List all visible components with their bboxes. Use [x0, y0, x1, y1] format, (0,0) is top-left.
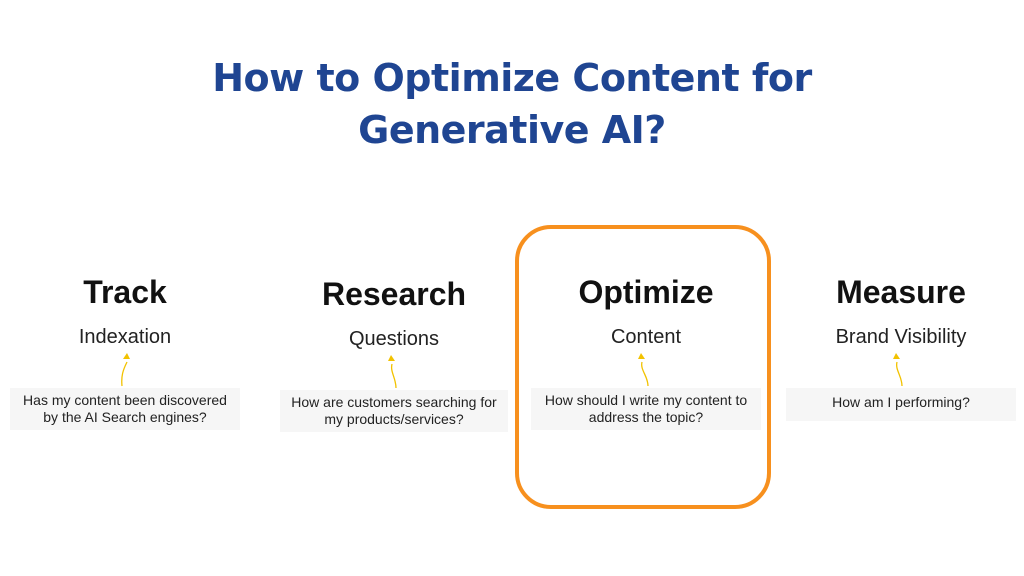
step-measure: Measure Brand Visibility How am I perfor…	[786, 270, 1016, 421]
step-heading: Measure	[836, 274, 966, 310]
curved-arrow-icon	[105, 350, 145, 388]
step-question: How should I write my content to address…	[531, 388, 761, 430]
step-subheading: Content	[610, 326, 682, 348]
title-line-2: Generative AI?	[358, 108, 666, 152]
step-optimize: Optimize Content How should I write my c…	[531, 270, 761, 430]
step-subheading: Questions	[348, 328, 440, 350]
step-question: How are customers searching for my produ…	[280, 390, 508, 432]
highlight-box	[515, 225, 771, 509]
page-title: How to Optimize Content for Generative A…	[0, 52, 1024, 156]
step-subheading: Indexation	[78, 326, 172, 348]
step-track: Track Indexation Has my content been dis…	[10, 270, 240, 430]
step-research: Research Questions How are customers sea…	[280, 272, 508, 432]
curved-arrow-icon	[374, 352, 414, 390]
step-heading: Research	[321, 276, 467, 312]
title-line-1: How to Optimize Content for	[212, 56, 812, 100]
curved-arrow-icon	[881, 350, 921, 388]
curved-arrow-icon	[626, 350, 666, 388]
step-heading: Optimize	[578, 274, 714, 310]
step-heading: Track	[83, 274, 167, 310]
step-question: How am I performing?	[786, 388, 1016, 421]
step-subheading: Brand Visibility	[835, 326, 967, 348]
step-question: Has my content been discovered by the AI…	[10, 388, 240, 430]
